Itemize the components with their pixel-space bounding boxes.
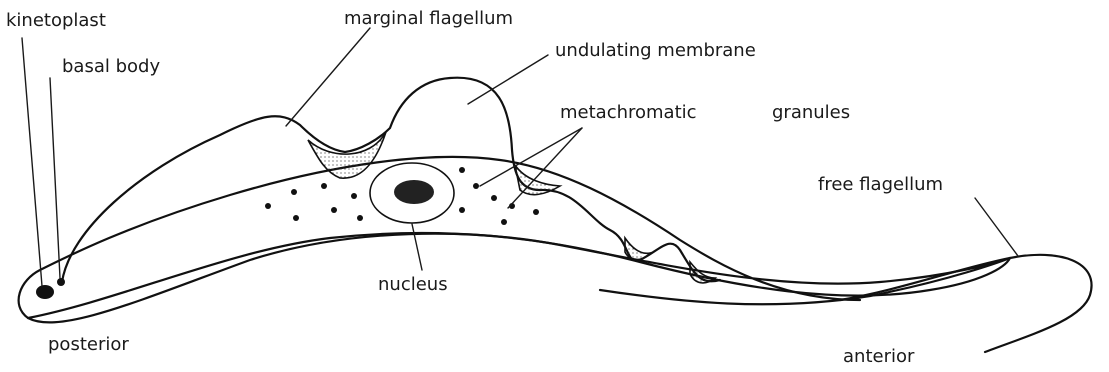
leader-undulating-membrane [468, 55, 548, 104]
leader-marginal-flagellum [286, 28, 370, 126]
label-anterior: anterior [843, 346, 915, 367]
nucleus-chromatin [394, 180, 434, 204]
membrane-stipple-3 [625, 238, 650, 260]
kinetoplast-body [36, 285, 54, 299]
basal-body-dot [57, 278, 65, 286]
label-posterior: posterior [48, 334, 129, 355]
leader-kinetoplast [22, 38, 42, 286]
free-flagellum [840, 255, 1092, 352]
label-nucleus: nucleus [378, 274, 448, 295]
label-kinetoplast: kinetoplast [6, 10, 106, 31]
leader-free-flagellum [975, 198, 1018, 256]
cell-lower-contour [28, 233, 1010, 318]
label-metachromatic: metachromatic [560, 102, 697, 123]
leader-basal-body [50, 78, 60, 278]
membrane-stipple-2 [515, 165, 560, 195]
label-undulating-membrane: undulating membrane [555, 40, 756, 61]
label-basal-body: basal body [62, 56, 160, 77]
label-marginal-flagellum: marginal flagellum [344, 8, 513, 29]
label-granules: granules [772, 102, 850, 123]
label-free-flagellum: free flagellum [818, 174, 943, 195]
leader-nucleus [412, 224, 422, 270]
leader-metachromatic-2 [508, 128, 582, 208]
